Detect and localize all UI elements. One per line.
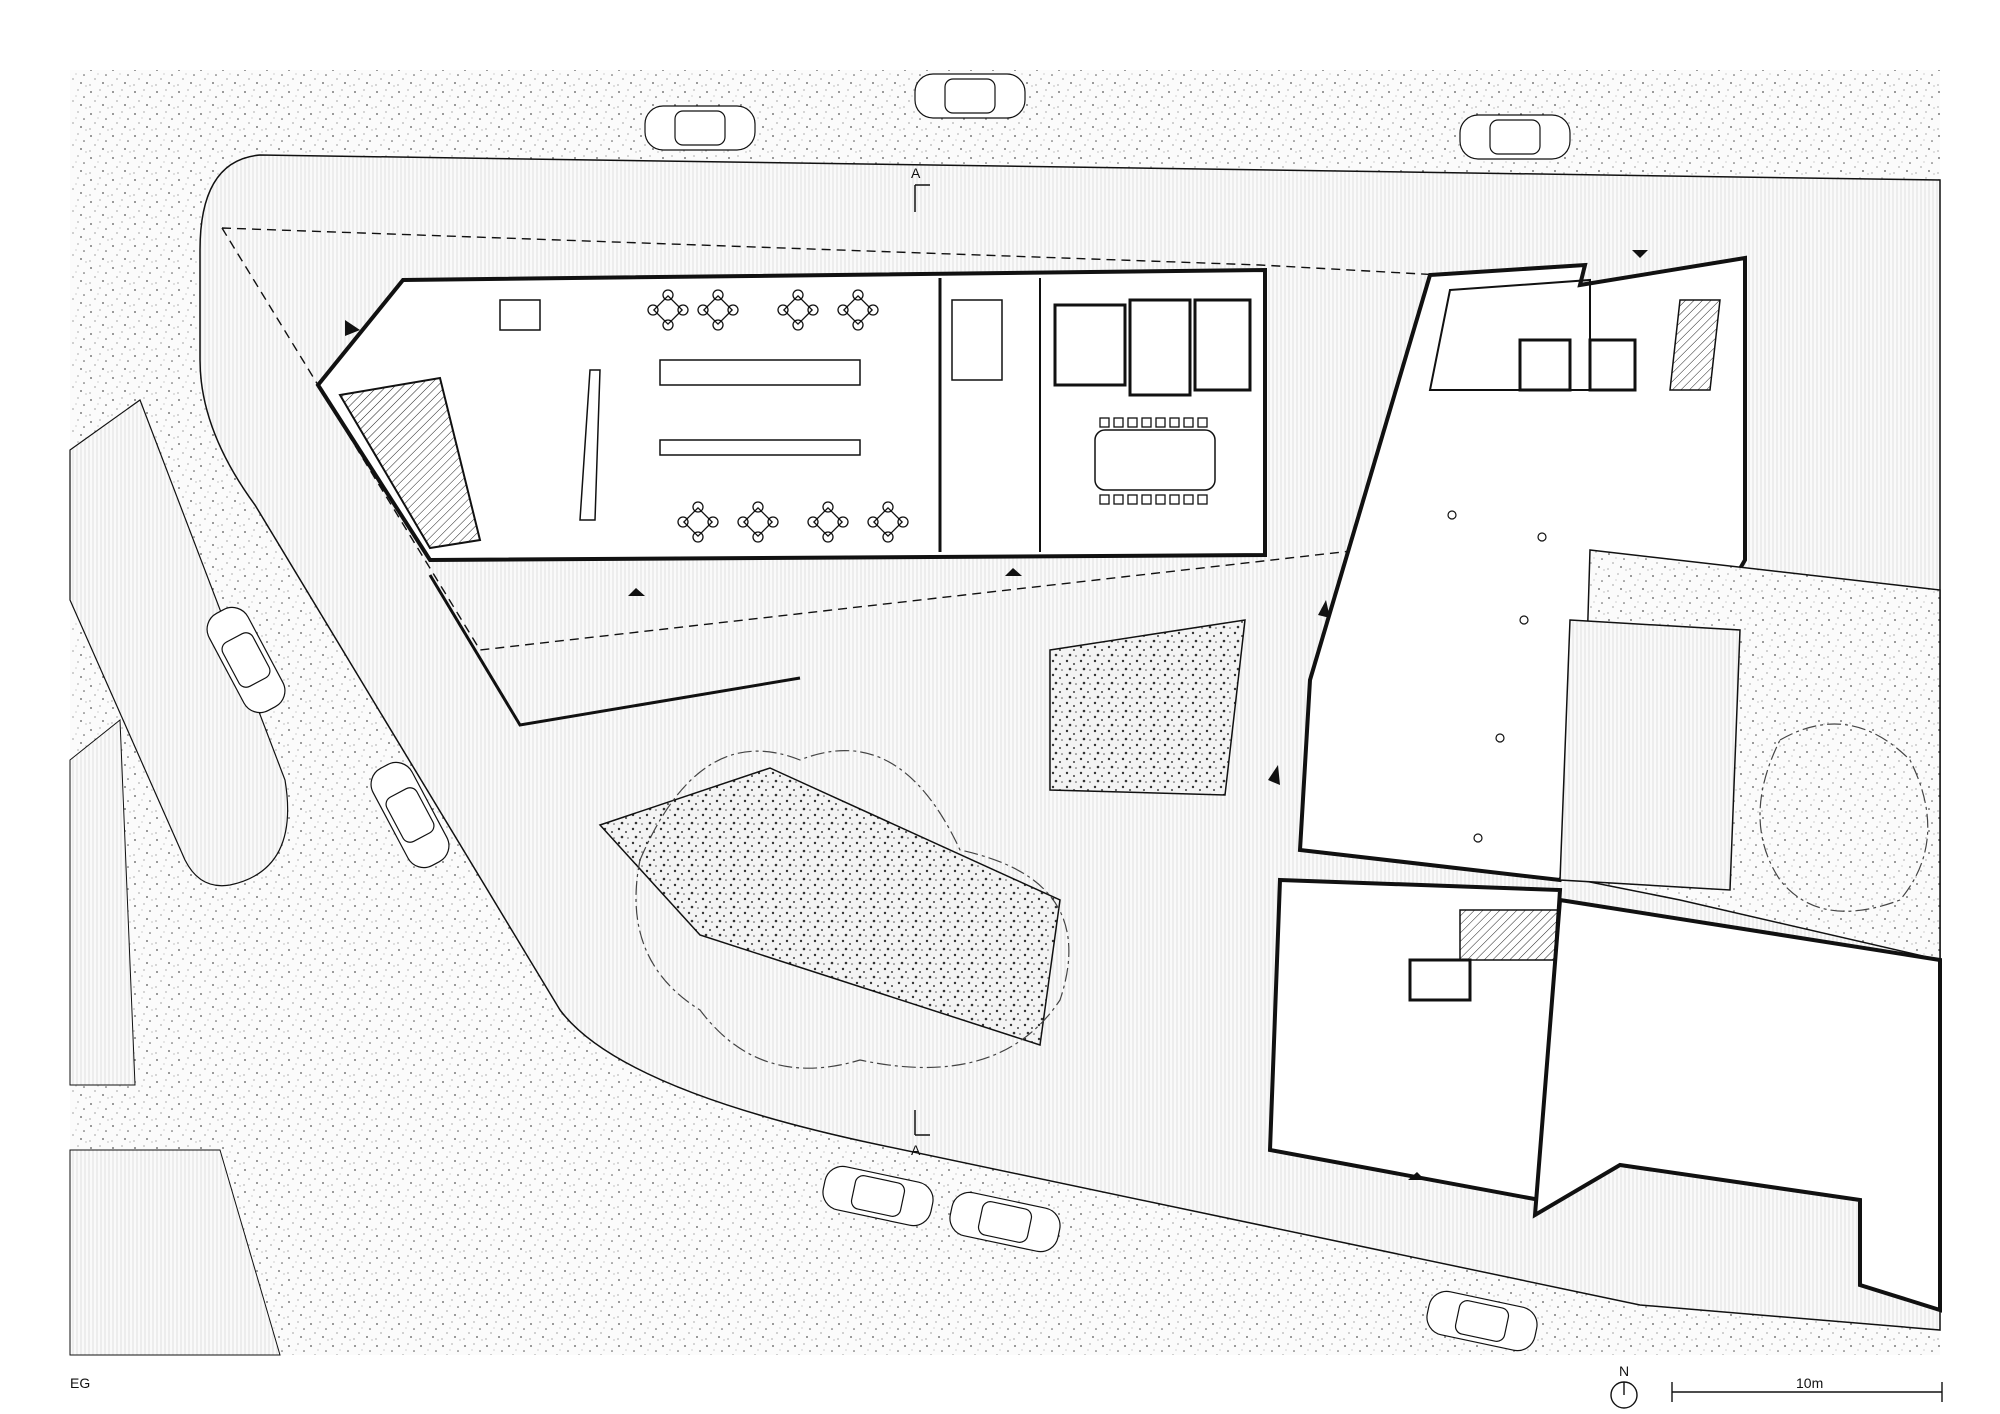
chair [837, 516, 849, 528]
chair [1099, 494, 1110, 505]
chair [737, 516, 749, 528]
chair [752, 501, 764, 513]
table [842, 294, 874, 326]
chair [1141, 494, 1152, 505]
parked-cars [206, 73, 1571, 1352]
lower-right-building [1267, 877, 1563, 1203]
car [644, 105, 756, 151]
chair [677, 304, 689, 316]
chair [647, 304, 659, 316]
section-label-bottom: A [911, 1142, 921, 1158]
chair [1141, 417, 1152, 428]
chair [1127, 417, 1138, 428]
traffic-island [69, 399, 289, 887]
sidewalk-bottom-left [69, 1149, 281, 1356]
north-arrow-icon: N [1610, 1363, 1638, 1409]
chair [1113, 494, 1124, 505]
planter-large [598, 767, 1061, 1046]
chair [822, 501, 834, 513]
chair [1169, 494, 1180, 505]
table [872, 506, 904, 538]
plaza-wall [428, 574, 801, 727]
chair [867, 304, 879, 316]
tree-canopy [635, 750, 1070, 1069]
chair [837, 304, 849, 316]
chair [1155, 417, 1166, 428]
courtyard-ramp [1559, 619, 1741, 891]
planter-small [1049, 619, 1246, 796]
car [1426, 1290, 1538, 1352]
chair [1127, 494, 1138, 505]
tree-canopy-right [1759, 723, 1929, 912]
cafe-building [315, 267, 1267, 563]
chair [662, 289, 674, 301]
chair [852, 319, 864, 331]
chair [677, 516, 689, 528]
chair [1113, 417, 1124, 428]
car [949, 1191, 1061, 1253]
table [702, 294, 734, 326]
car [206, 606, 286, 714]
chair [822, 531, 834, 543]
car [914, 73, 1026, 119]
chair [1197, 494, 1208, 505]
chair [692, 531, 704, 543]
section-marker-top: A [911, 165, 930, 212]
chair [692, 501, 704, 513]
chair [1099, 417, 1110, 428]
chair [727, 304, 739, 316]
canopy-outline [221, 227, 1441, 651]
table [652, 294, 684, 326]
section-label-top: A [911, 165, 921, 181]
chair [852, 289, 864, 301]
chair [1169, 417, 1180, 428]
chair [1155, 494, 1166, 505]
chair [792, 289, 804, 301]
car [1459, 114, 1571, 160]
chair [867, 516, 879, 528]
table [782, 294, 814, 326]
chair [712, 319, 724, 331]
table [682, 506, 714, 538]
scale-label: 10m [1796, 1375, 1823, 1391]
chair [707, 516, 719, 528]
right-volume [1532, 897, 1942, 1313]
chair [767, 516, 779, 528]
scale-bar-icon: 10m [1671, 1375, 1943, 1402]
chair [1183, 417, 1194, 428]
entrance-markers [345, 250, 1648, 1180]
chair [777, 304, 789, 316]
chair [1183, 494, 1194, 505]
north-label: N [1619, 1363, 1629, 1379]
chair [807, 304, 819, 316]
chair [882, 531, 894, 543]
chair [697, 304, 709, 316]
chair [897, 516, 909, 528]
car [822, 1165, 934, 1227]
cafe-tables [647, 289, 1208, 543]
chair [752, 531, 764, 543]
chair [712, 289, 724, 301]
chair [1197, 417, 1208, 428]
chair [662, 319, 674, 331]
chair [882, 501, 894, 513]
section-marker-bottom: A [911, 1110, 930, 1158]
car [370, 761, 450, 869]
table [742, 506, 774, 538]
table [812, 506, 844, 538]
chair [807, 516, 819, 528]
floor-label: EG [70, 1375, 90, 1391]
chair [792, 319, 804, 331]
sidewalk-left [69, 718, 136, 1086]
